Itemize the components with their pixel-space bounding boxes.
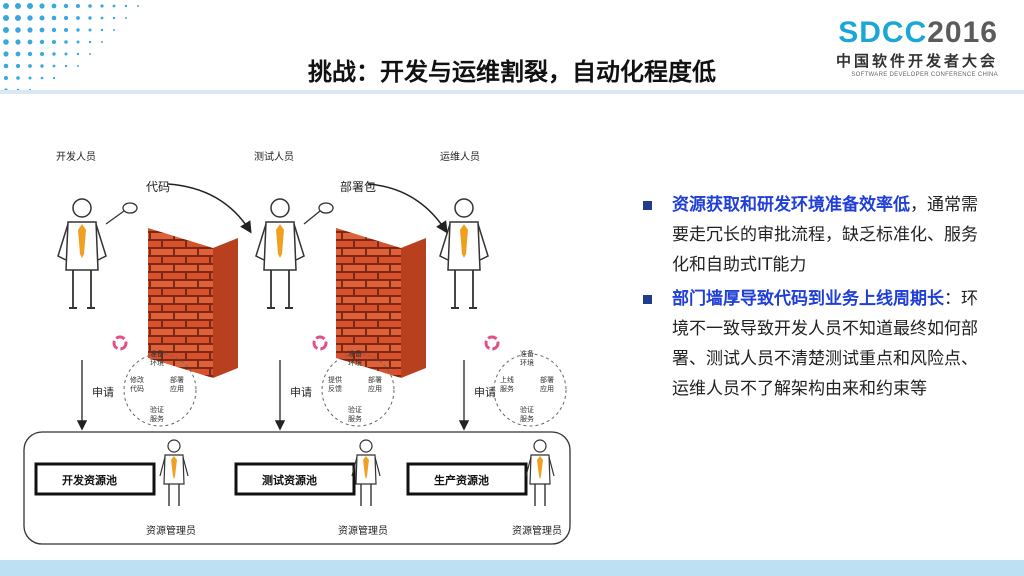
- footer-bar: [0, 560, 1024, 576]
- cycle2-give-feedback: 提供 反馈: [328, 376, 342, 393]
- title-divider: [0, 90, 1024, 94]
- logo-part2: 2016: [927, 16, 998, 49]
- bullet-1-highlight: 资源获取和研发环境准备效率低: [672, 195, 910, 215]
- logo-wordmark: SDCC2016: [836, 18, 998, 48]
- brick-wall-2: [336, 228, 426, 378]
- bullet-list: 资源获取和研发环境准备效率低，通常需要走冗长的审批流程，缺乏标准化、服务化和自助…: [640, 190, 980, 408]
- developer-handoff-oval: [122, 202, 138, 214]
- test-pool-admin-figure: [351, 439, 381, 507]
- cycle2-verify-service: 验证 服务: [348, 406, 362, 423]
- cycle3-go-live: 上线 服务: [500, 376, 514, 393]
- bullet-2-text: ：环境不一致导致开发人员不知道最终如何部署、测试人员不清楚测试重点和风险点、运维…: [672, 289, 978, 399]
- cycle-loop-1: [123, 353, 197, 427]
- package-flow-arrow: [367, 183, 448, 234]
- role-label-tester: 测试人员: [254, 152, 294, 163]
- prod-pool-admin-figure: [525, 439, 555, 507]
- diagram-graphics: [23, 183, 571, 545]
- pool-label-test: 测试资源池: [262, 474, 317, 487]
- apply-label-2: 申请: [290, 386, 312, 399]
- logo-english-name: SOFTWARE DEVELOPER CONFERENCE CHINA: [851, 72, 998, 78]
- devops-diagram: 开发人员 测试人员 运维人员 代码 部署包 申请 申请 申请 准备 环境 修改 …: [18, 128, 580, 548]
- developer-figure: [57, 198, 107, 309]
- role-label-ops: 运维人员: [440, 152, 480, 163]
- cycle-loop-2: [321, 353, 395, 427]
- logo-part1: SDCC: [838, 16, 928, 49]
- resource-pool-container: [23, 431, 571, 545]
- bullet-square-icon: [643, 201, 652, 210]
- tester-handoff-oval: [318, 202, 334, 214]
- cycle3-prepare-env: 准备 环境: [520, 350, 534, 367]
- dev-pool-box: [34, 462, 156, 496]
- decorative-dot-pattern: [3, 3, 139, 92]
- admin-label-test: 资源管理员: [338, 526, 388, 537]
- pool-label-prod: 生产资源池: [434, 474, 489, 487]
- flow-label-code: 代码: [146, 180, 171, 194]
- slide-title: 挑战：开发与运维割裂，自动化程度低: [308, 58, 716, 86]
- conference-logo: SDCC2016 中国软件开发者大会 SOFTWARE DEVELOPER CO…: [835, 18, 998, 79]
- admin-label-dev: 资源管理员: [146, 526, 196, 537]
- cycle1-modify-code: 修改 代码: [130, 376, 144, 393]
- pool-label-dev: 开发资源池: [62, 474, 117, 487]
- cycle-icon-1: [112, 335, 128, 351]
- cycle1-prepare-env: 准备 环境: [150, 350, 164, 367]
- cycle1-verify-service: 验证 服务: [150, 406, 164, 423]
- cycle-icon-2: [312, 335, 328, 351]
- code-flow-arrow: [167, 183, 252, 234]
- cycle-loop-3: [493, 353, 567, 427]
- cycle2-prepare-env: 准备 环境: [348, 350, 362, 367]
- ops-figure: [439, 198, 489, 309]
- bullet-item-2: 部门墙厚导致代码到业务上线周期长：环境不一致导致开发人员不知道最终如何部署、测试…: [640, 284, 980, 404]
- prod-pool-box: [406, 462, 528, 496]
- dev-pool-admin-figure: [159, 439, 189, 507]
- cycle3-verify-service: 验证 服务: [520, 406, 534, 423]
- admin-label-prod: 资源管理员: [512, 526, 562, 537]
- logo-chinese-name: 中国软件开发者大会: [835, 52, 998, 70]
- cycle-icon-3: [484, 335, 500, 351]
- test-pool-box: [234, 462, 356, 496]
- cycle3-deploy-app: 部署 应用: [540, 376, 554, 393]
- brick-wall-1: [148, 228, 238, 378]
- apply-label-1: 申请: [92, 386, 114, 399]
- tester-figure: [255, 198, 305, 309]
- apply-label-3: 申请: [474, 386, 496, 399]
- flow-label-package: 部署包: [340, 180, 377, 194]
- role-label-developer: 开发人员: [56, 152, 96, 163]
- cycle1-deploy-app: 部署 应用: [170, 376, 184, 393]
- bullet-1-text: ，通常需要走冗长的审批流程，缺乏标准化、服务化和自助式IT能力: [672, 195, 978, 275]
- bullet-square-icon: [643, 295, 652, 304]
- bullet-2-highlight: 部门墙厚导致代码到业务上线周期长: [672, 289, 944, 309]
- cycle2-deploy-app: 部署 应用: [368, 376, 382, 393]
- bullet-item-1: 资源获取和研发环境准备效率低，通常需要走冗长的审批流程，缺乏标准化、服务化和自助…: [640, 190, 980, 280]
